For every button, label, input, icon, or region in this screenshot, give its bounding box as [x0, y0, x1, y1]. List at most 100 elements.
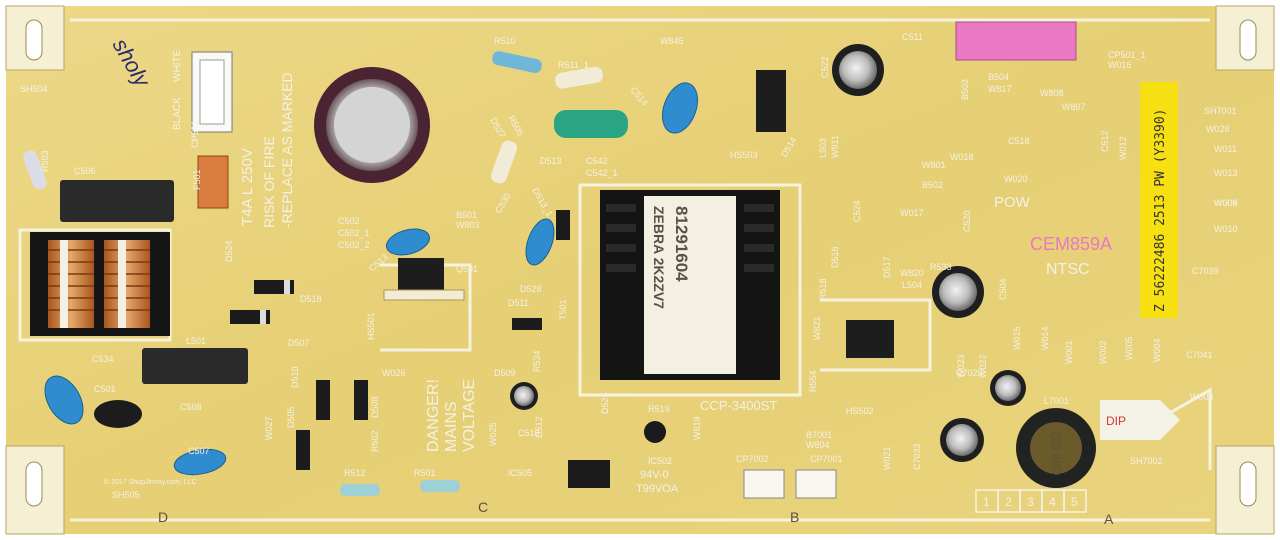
lbl-w811: W811	[830, 135, 840, 158]
lbl-r519: R519	[648, 404, 670, 414]
lbl-d512: D512	[534, 416, 544, 438]
model-code: CEM859A	[1030, 234, 1112, 254]
lbl-r511-1: R511_1	[558, 60, 589, 70]
lbl-t501: T501	[558, 299, 568, 320]
capacitor-c508	[94, 400, 142, 428]
lbl-sh505: SH505	[112, 490, 140, 500]
lbl-w008: W008	[1214, 198, 1238, 208]
lbl-c501: C501	[94, 384, 116, 394]
lbl-w026: W026	[382, 368, 406, 378]
lbl-c7033: C7033	[912, 443, 922, 470]
lbl-c502-2: C502_2	[338, 240, 370, 250]
x-capacitor-c506	[60, 180, 174, 222]
lbl-c512: C512	[1100, 130, 1110, 152]
lbl-w005: W005	[1124, 336, 1134, 360]
section-marker-c: C	[478, 499, 488, 515]
capacitor-c7033	[940, 418, 984, 462]
lbl-w009: W009	[1214, 198, 1238, 208]
section-marker-b: B	[790, 509, 799, 525]
lbl-w011: W011	[1214, 144, 1237, 154]
heatsink-hs501	[383, 289, 465, 301]
lbl-r518: R518	[818, 278, 828, 300]
lbl-r510: R510	[494, 36, 516, 46]
mounting-tabs	[5, 5, 1275, 535]
section-marker-d: D	[158, 509, 168, 525]
sticker-text: Z 56222486 2513 PW (Y3390)	[1153, 109, 1168, 313]
lbl-ic505: IC505	[508, 468, 532, 478]
lbl-w013: W013	[1214, 168, 1238, 178]
pin-2: 2	[1005, 495, 1012, 509]
lbl-c7025: C7025	[956, 368, 983, 378]
lbl-l501: L501	[186, 336, 206, 346]
lbl-b501: B501	[456, 210, 477, 220]
optocoupler-ic505	[568, 460, 610, 488]
lbl-hs503: HS503	[730, 150, 758, 160]
lbl-d505: D505	[286, 406, 296, 428]
lbl-sh504: SH504	[20, 84, 48, 94]
lbl-b7001: B7001	[806, 430, 832, 440]
capacitor-c7025	[990, 370, 1026, 406]
lbl-w025: W025	[488, 422, 498, 446]
lbl-b503: B503	[960, 79, 970, 100]
danger-line-2: MAINS	[443, 401, 460, 452]
wire-black-label: BLACK	[172, 97, 183, 130]
lbl-c518: C518	[1008, 136, 1030, 146]
lbl-w012: W012	[1118, 136, 1128, 160]
capacitor-c522	[832, 44, 884, 96]
lbl-w028: W028	[1206, 124, 1230, 134]
lbl-cp7001: CP7001	[810, 454, 843, 464]
lbl-cp7002: CP7002	[736, 454, 769, 464]
input-wire-connector	[191, 51, 233, 133]
lbl-r501: R501	[414, 468, 436, 478]
lbl-q501: Q501	[456, 264, 478, 274]
lbl-c542: C542	[586, 156, 608, 166]
lbl-w801: W801	[922, 160, 946, 170]
lbl-c508: C508	[180, 402, 202, 412]
lbl-r503: R503	[40, 150, 50, 172]
section-marker-a: A	[1104, 511, 1114, 527]
lbl-r512: R512	[344, 468, 366, 478]
lbl-w001: W001	[1064, 340, 1074, 364]
lbl-w003: W003	[1190, 392, 1214, 402]
lbl-w017: W017	[900, 208, 924, 218]
capacitor-l504	[932, 266, 984, 318]
wire-white-label: WHITE	[172, 49, 183, 82]
copyright-watermark: © 2017 ShopJimmy.com, LLC	[104, 478, 197, 486]
barcode-sticker	[1140, 82, 1178, 318]
lbl-w002: W002	[1098, 340, 1108, 364]
danger-line-1: DANGER!	[425, 379, 442, 452]
lbl-l504: L504	[902, 280, 922, 290]
lbl-b502: B502	[922, 180, 943, 190]
lbl-c516: C516	[518, 428, 540, 438]
lbl-w022: W022	[978, 354, 988, 378]
danger-line-3: VOLTAGE	[461, 379, 478, 452]
pin-number-boxes: 1 2 3 4 5	[975, 489, 1087, 513]
lbl-d524: D524	[224, 240, 234, 262]
lbl-c502-1: C502_1	[338, 228, 370, 238]
silkscreen-outlines	[18, 18, 1212, 522]
flame-rating-code: T99VOA	[636, 483, 679, 495]
lbl-w010: W010	[1214, 224, 1238, 234]
lbl-d518: D518	[300, 294, 322, 304]
dip-label: DIP	[1106, 414, 1126, 428]
lbl-cp501-1: CP501_1	[1108, 50, 1146, 60]
lbl-w807: W807	[1062, 102, 1086, 112]
lbl-w845: W845	[660, 36, 684, 46]
lbl-c524: C524	[852, 200, 862, 222]
fuse-warning-line-2: -REPLACE AS MARKED	[279, 72, 295, 228]
lbl-d510: D510	[290, 366, 300, 388]
lbl-r534: R534	[532, 350, 542, 372]
pin-5: 5	[1071, 495, 1078, 509]
lbl-c507: C507	[188, 446, 210, 456]
lbl-c520: C520	[962, 210, 972, 232]
flame-rating: 94V-0	[640, 469, 669, 481]
dip-indicator: DIP	[1100, 400, 1180, 440]
lbl-l503: L503	[818, 138, 828, 158]
connector-cp7001	[795, 469, 837, 499]
pow-label: POW	[994, 194, 1031, 211]
lbl-c511: C511	[902, 32, 923, 42]
resistors	[23, 51, 603, 496]
lbl-d509: D509	[494, 368, 516, 378]
lbl-sh7002: SH7002	[1130, 456, 1163, 466]
